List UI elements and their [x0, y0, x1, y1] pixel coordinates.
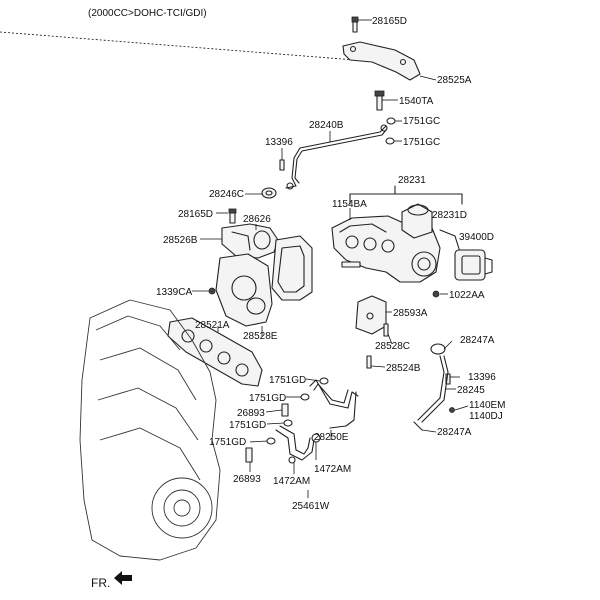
nut-1022aa	[432, 290, 440, 298]
gasket-28247a-bottom	[413, 421, 423, 431]
engine-block	[79, 299, 221, 561]
label-28245: 28245	[457, 385, 485, 396]
label-28240b: 28240B	[309, 120, 344, 131]
label-1022aa: 1022AA	[449, 290, 485, 301]
label-28528c: 28528C	[375, 341, 410, 352]
part-labels: 28165D 28525A 1540TA 1751GC 1751GC 28240…	[156, 16, 506, 512]
gasket-1751gd-a	[319, 377, 329, 385]
stud-28524b	[366, 355, 372, 369]
label-28246c: 28246C	[209, 189, 244, 200]
label-1751gc-b: 1751GC	[403, 137, 440, 148]
turbocharger-28231	[331, 185, 463, 283]
label-1751gd-c: 1751GD	[229, 420, 266, 431]
label-26893-a: 26893	[237, 408, 265, 419]
label-28521a: 28521A	[195, 320, 230, 331]
heat-shield-28525a	[342, 41, 421, 81]
bolt-1140em	[449, 407, 455, 413]
label-28593a: 28593A	[393, 308, 428, 319]
gasket-1751gd-c	[283, 419, 293, 427]
bracket-28593a	[355, 295, 387, 335]
label-28526b: 28526B	[163, 235, 198, 246]
label-28247a-bottom: 28247A	[437, 427, 472, 438]
clamp-1472am-b	[288, 456, 296, 464]
label-25461w: 25461W	[292, 501, 330, 512]
gasket-1751gc-b	[385, 137, 395, 145]
label-28165d-top: 28165D	[372, 16, 407, 27]
gasket-1751gd-b	[300, 393, 310, 401]
label-28528e: 28528E	[243, 331, 278, 342]
bolt-26893-a	[281, 403, 289, 417]
label-39400d: 39400D	[459, 232, 494, 243]
bolt-28165d-top	[0, 16, 359, 61]
manifold-flange-28528e	[215, 253, 273, 327]
label-1140em: 1140EM	[469, 400, 506, 411]
water-pipe-25461w	[275, 425, 315, 461]
label-26893-b: 26893	[233, 474, 261, 485]
gasket-28247a-top	[430, 343, 446, 355]
front-arrow-icon	[114, 571, 132, 585]
label-28231d: 28231D	[432, 210, 467, 221]
bolt-1540ta	[374, 90, 385, 111]
manifold-gasket-28521a	[167, 317, 263, 387]
label-28524b: 28524B	[386, 363, 421, 374]
label-1751gd-a: 1751GD	[269, 375, 306, 386]
bolt-26893-b	[245, 447, 253, 463]
label-1540ta: 1540TA	[399, 96, 434, 107]
label-28247a-top: 28247A	[460, 335, 495, 346]
gasket-28626	[271, 235, 313, 301]
engine-spec-header: (2000CC>DOHC-TCI/GDI)	[88, 8, 207, 19]
water-pipe-28250e	[309, 379, 359, 429]
front-direction-marker: FR.	[91, 571, 132, 590]
label-28525a: 28525A	[437, 75, 472, 86]
leader-lines	[192, 19, 469, 498]
label-13396-right: 13396	[468, 372, 496, 383]
gasket-1751gd-d	[266, 437, 276, 445]
bolt-28528c	[383, 323, 389, 337]
bolt-28165d-mid	[228, 208, 237, 224]
label-28626: 28626	[243, 214, 271, 225]
label-1339ca: 1339CA	[156, 287, 192, 298]
gasket-1751gc-a	[386, 117, 396, 125]
label-1140dj: 1140DJ	[469, 411, 503, 422]
label-13396-top: 13396	[265, 137, 293, 148]
wastegate-actuator-39400d	[439, 229, 493, 281]
front-label: FR.	[91, 576, 110, 590]
label-28250e: 28250E	[314, 432, 349, 443]
oil-return-pipe-28245	[417, 355, 449, 423]
gasket-28246c	[261, 187, 277, 199]
label-1751gd-d: 1751GD	[209, 437, 246, 448]
label-1472am-a: 1472AM	[314, 464, 351, 475]
label-1472am-b: 1472AM	[273, 476, 310, 487]
label-28231: 28231	[398, 175, 426, 186]
heat-shield-28526b	[221, 223, 279, 259]
oil-feed-pipe-28240b	[285, 124, 388, 190]
label-1751gc-a: 1751GC	[403, 116, 440, 127]
label-1154ba: 1154BA	[332, 199, 367, 210]
label-1751gd-b: 1751GD	[249, 393, 286, 404]
label-28165d-mid: 28165D	[178, 209, 213, 220]
bolt-1339ca	[208, 287, 216, 295]
stud-13396-top	[279, 159, 285, 171]
